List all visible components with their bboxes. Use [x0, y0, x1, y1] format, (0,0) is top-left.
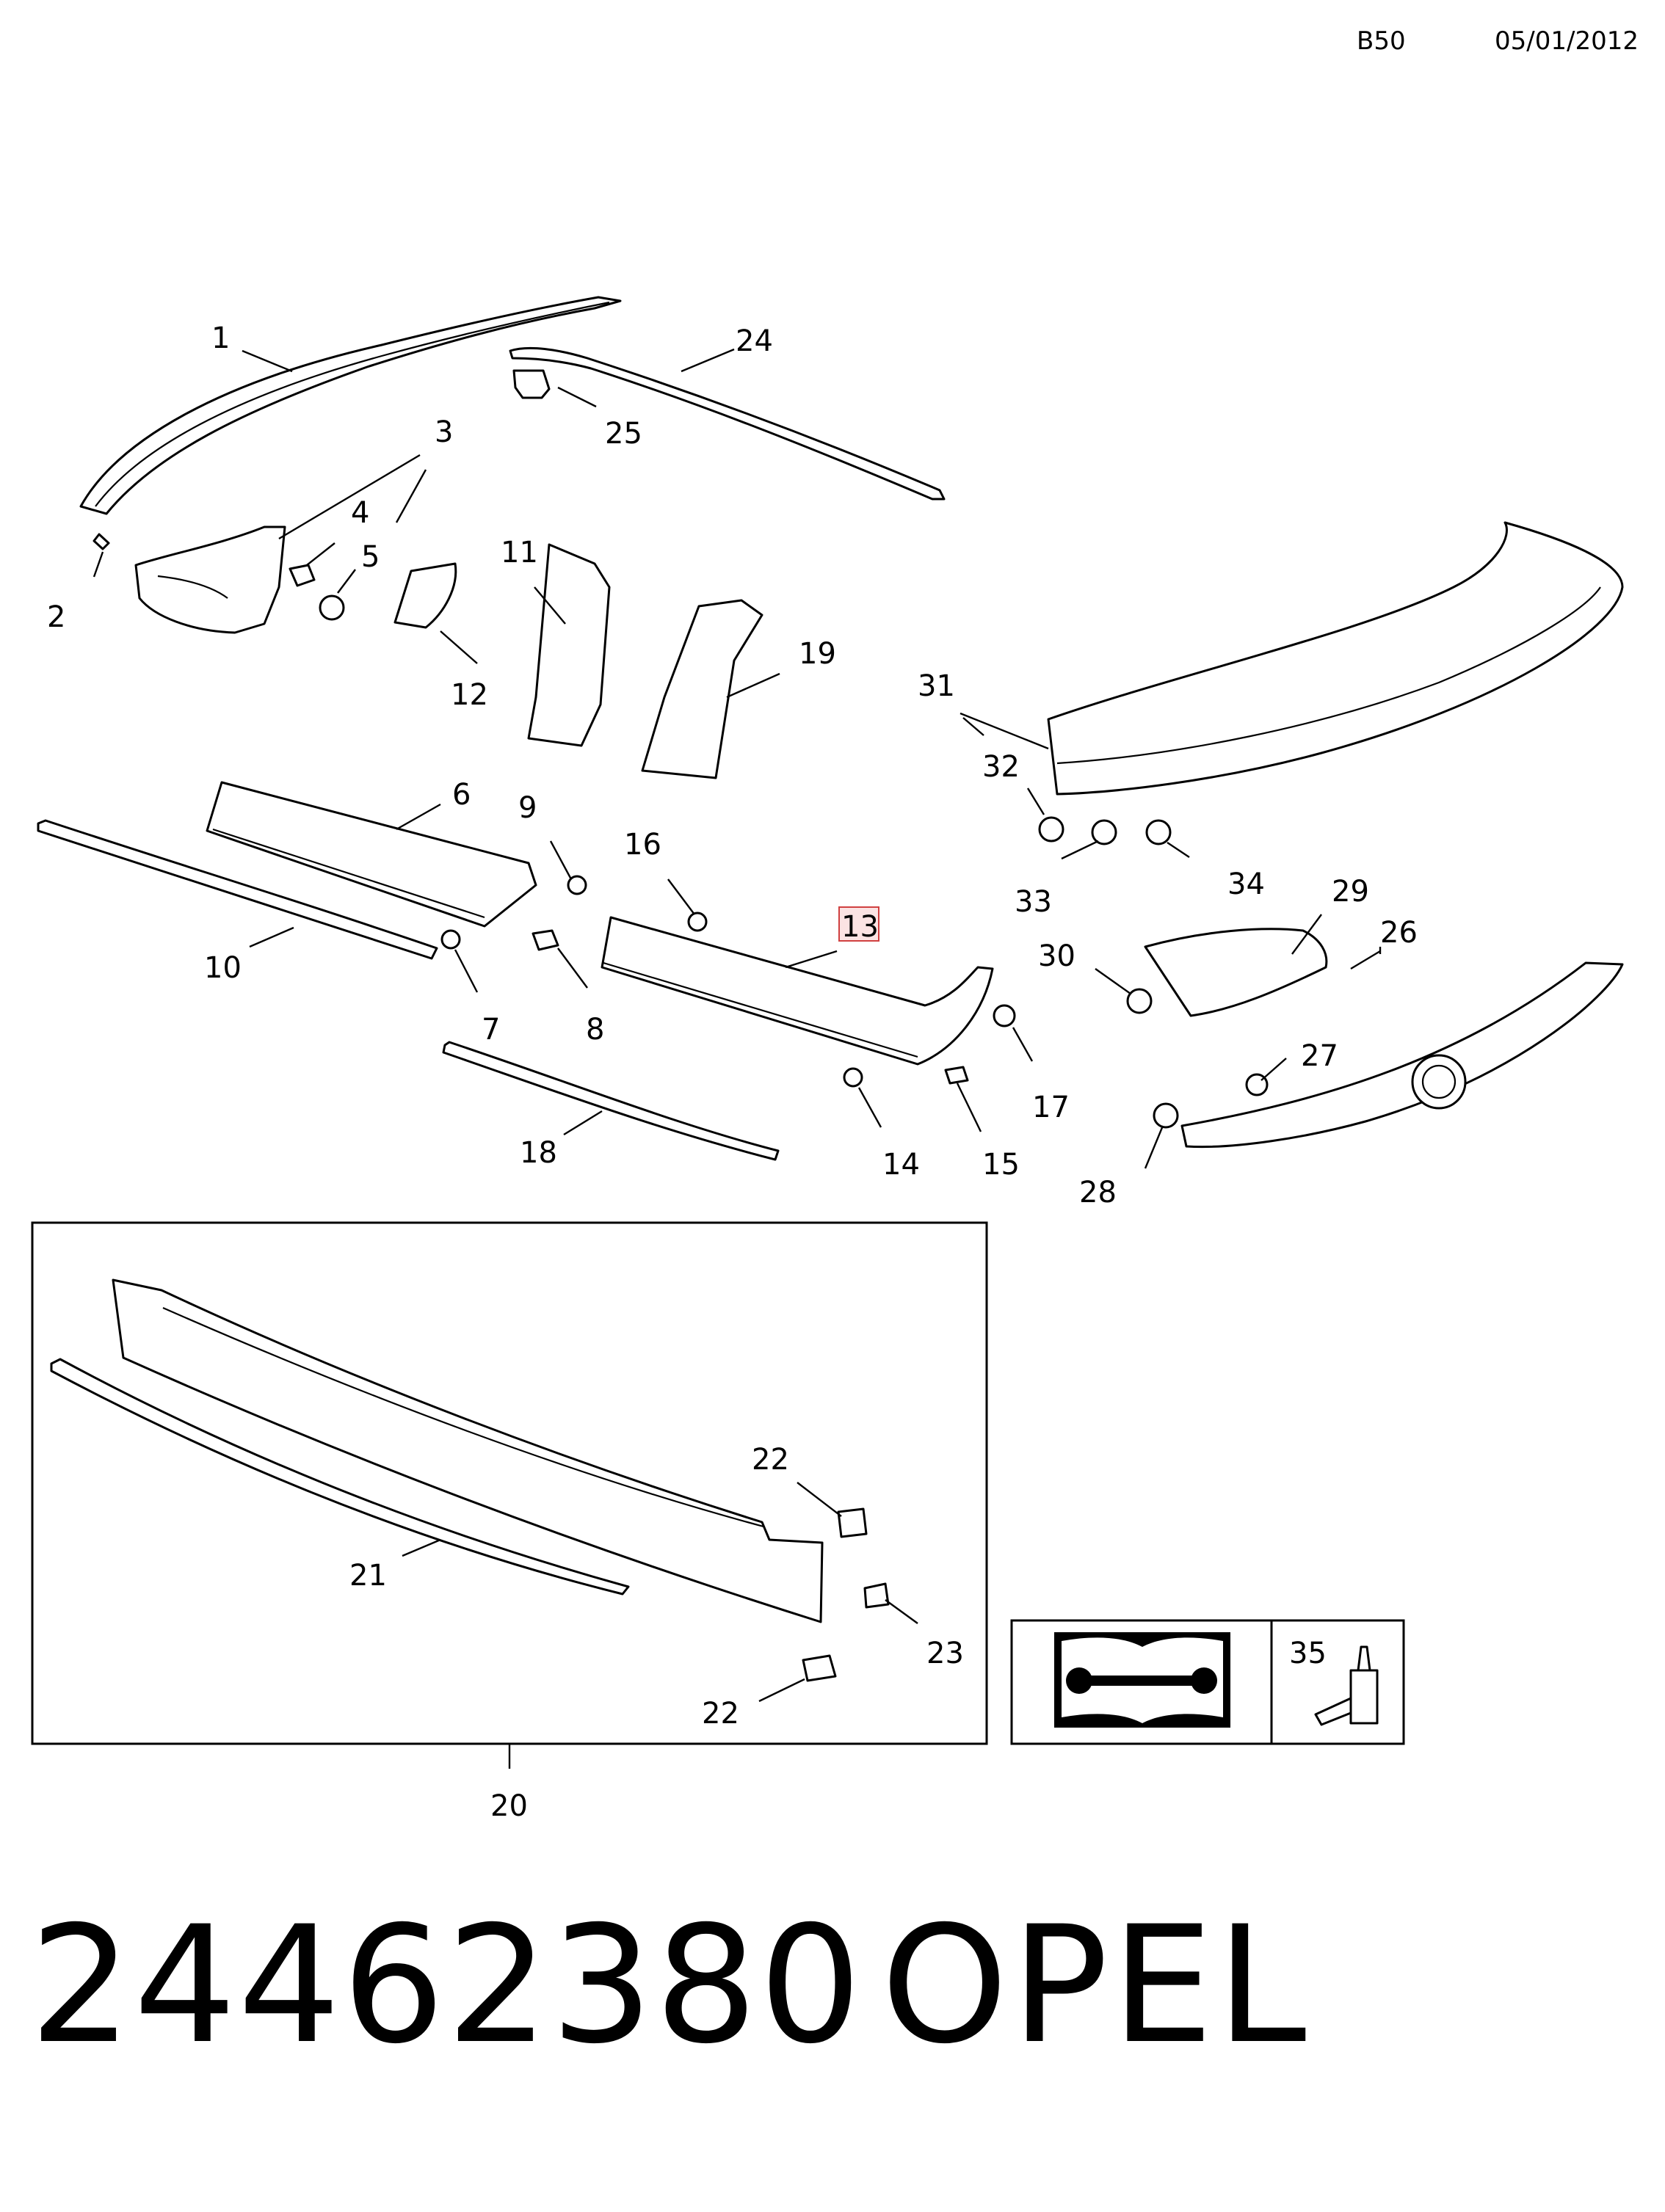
callout[interactable]: 9 — [518, 791, 537, 825]
part-15-clip[interactable] — [944, 1066, 969, 1085]
part-32-clip[interactable] — [1038, 816, 1064, 843]
callout[interactable]: 4 — [351, 496, 369, 530]
leader-lines — [92, 348, 1382, 1703]
part-31-spoiler[interactable] — [1047, 521, 1624, 796]
callout[interactable]: 2 — [47, 600, 65, 634]
callout[interactable]: 15 — [982, 1148, 1020, 1182]
callout[interactable]: 3 — [435, 415, 453, 449]
header-date: 05/01/2012 — [1495, 26, 1639, 56]
part-18-strip[interactable] — [442, 1041, 780, 1161]
part-14-screw[interactable] — [843, 1067, 863, 1088]
callout[interactable]: 10 — [204, 951, 242, 985]
part-34-clip[interactable] — [1145, 819, 1172, 845]
part-17-clip[interactable] — [993, 1004, 1016, 1027]
part-29-cover[interactable] — [1144, 928, 1328, 1017]
callout[interactable]: 30 — [1038, 939, 1075, 973]
callout[interactable]: 18 — [520, 1136, 557, 1170]
callout[interactable]: 33 — [1015, 885, 1052, 919]
callout[interactable]: 7 — [482, 1013, 500, 1047]
callout[interactable]: 31 — [918, 669, 955, 703]
callout[interactable]: 8 — [586, 1013, 604, 1047]
callout[interactable]: 32 — [982, 750, 1020, 784]
part-11-pillar[interactable] — [527, 543, 611, 747]
part-12-trim[interactable] — [393, 562, 457, 629]
callout[interactable]: 6 — [452, 778, 471, 812]
callout[interactable]: 24 — [736, 324, 773, 358]
callout[interactable]: 12 — [451, 678, 488, 712]
part-21-strip[interactable] — [50, 1358, 630, 1596]
header-code: B50 — [1357, 26, 1406, 56]
callout[interactable]: 17 — [1032, 1091, 1070, 1124]
callouts: 1 2 3 4 5 6 7 8 9 10 11 12 13 14 15 16 1… — [47, 321, 1418, 1823]
part-16-screw[interactable] — [687, 912, 708, 932]
part-28-clip[interactable] — [1153, 1102, 1179, 1129]
part-7-clip[interactable] — [440, 929, 461, 950]
callout[interactable]: 21 — [349, 1559, 387, 1593]
part-mirror-trim[interactable] — [134, 525, 345, 634]
callout[interactable]: 22 — [702, 1697, 739, 1731]
part-roof-molding[interactable] — [79, 296, 622, 550]
callout[interactable]: 14 — [882, 1148, 920, 1182]
part-19-pillar[interactable] — [641, 599, 763, 779]
callout[interactable]: 25 — [605, 417, 642, 451]
callout[interactable]: 19 — [799, 637, 836, 671]
part-10-strip[interactable] — [37, 819, 438, 960]
callout[interactable]: 27 — [1301, 1039, 1338, 1073]
callout[interactable]: 1 — [211, 321, 230, 355]
part-8-clip[interactable] — [532, 929, 559, 951]
brand-name: OPEL — [881, 1891, 1310, 2079]
part-13-rear-molding[interactable] — [601, 916, 994, 1066]
adhesive-box — [1270, 1619, 1405, 1745]
part-26-trim-bar[interactable] — [1180, 961, 1624, 1149]
part-20-rocker-panel[interactable] — [112, 1278, 890, 1682]
callout[interactable]: 20 — [490, 1789, 528, 1823]
adhesive-bottle-icon — [1314, 1645, 1379, 1726]
callout[interactable]: 28 — [1079, 1176, 1117, 1209]
callout[interactable]: 5 — [361, 540, 380, 574]
callout[interactable]: 23 — [926, 1637, 964, 1670]
callout[interactable]: 11 — [501, 536, 538, 570]
manual-wrench-icon — [1054, 1632, 1230, 1728]
part-9-screw[interactable] — [567, 875, 587, 895]
callout[interactable]: 26 — [1380, 916, 1418, 950]
callout[interactable]: 35 — [1289, 1637, 1327, 1670]
callout[interactable]: 16 — [624, 828, 661, 862]
part-windshield-strip[interactable] — [509, 346, 946, 501]
part-6-door-molding[interactable] — [206, 781, 537, 928]
part-33-clip[interactable] — [1091, 819, 1117, 845]
callout[interactable]: 13 — [841, 910, 879, 944]
callout[interactable]: 22 — [752, 1443, 789, 1477]
callout[interactable]: 34 — [1227, 867, 1265, 901]
part-number: 24462380 — [29, 1891, 863, 2079]
highlight-box — [838, 906, 879, 942]
part-30-clip[interactable] — [1126, 988, 1153, 1014]
callout[interactable]: 29 — [1332, 875, 1369, 909]
